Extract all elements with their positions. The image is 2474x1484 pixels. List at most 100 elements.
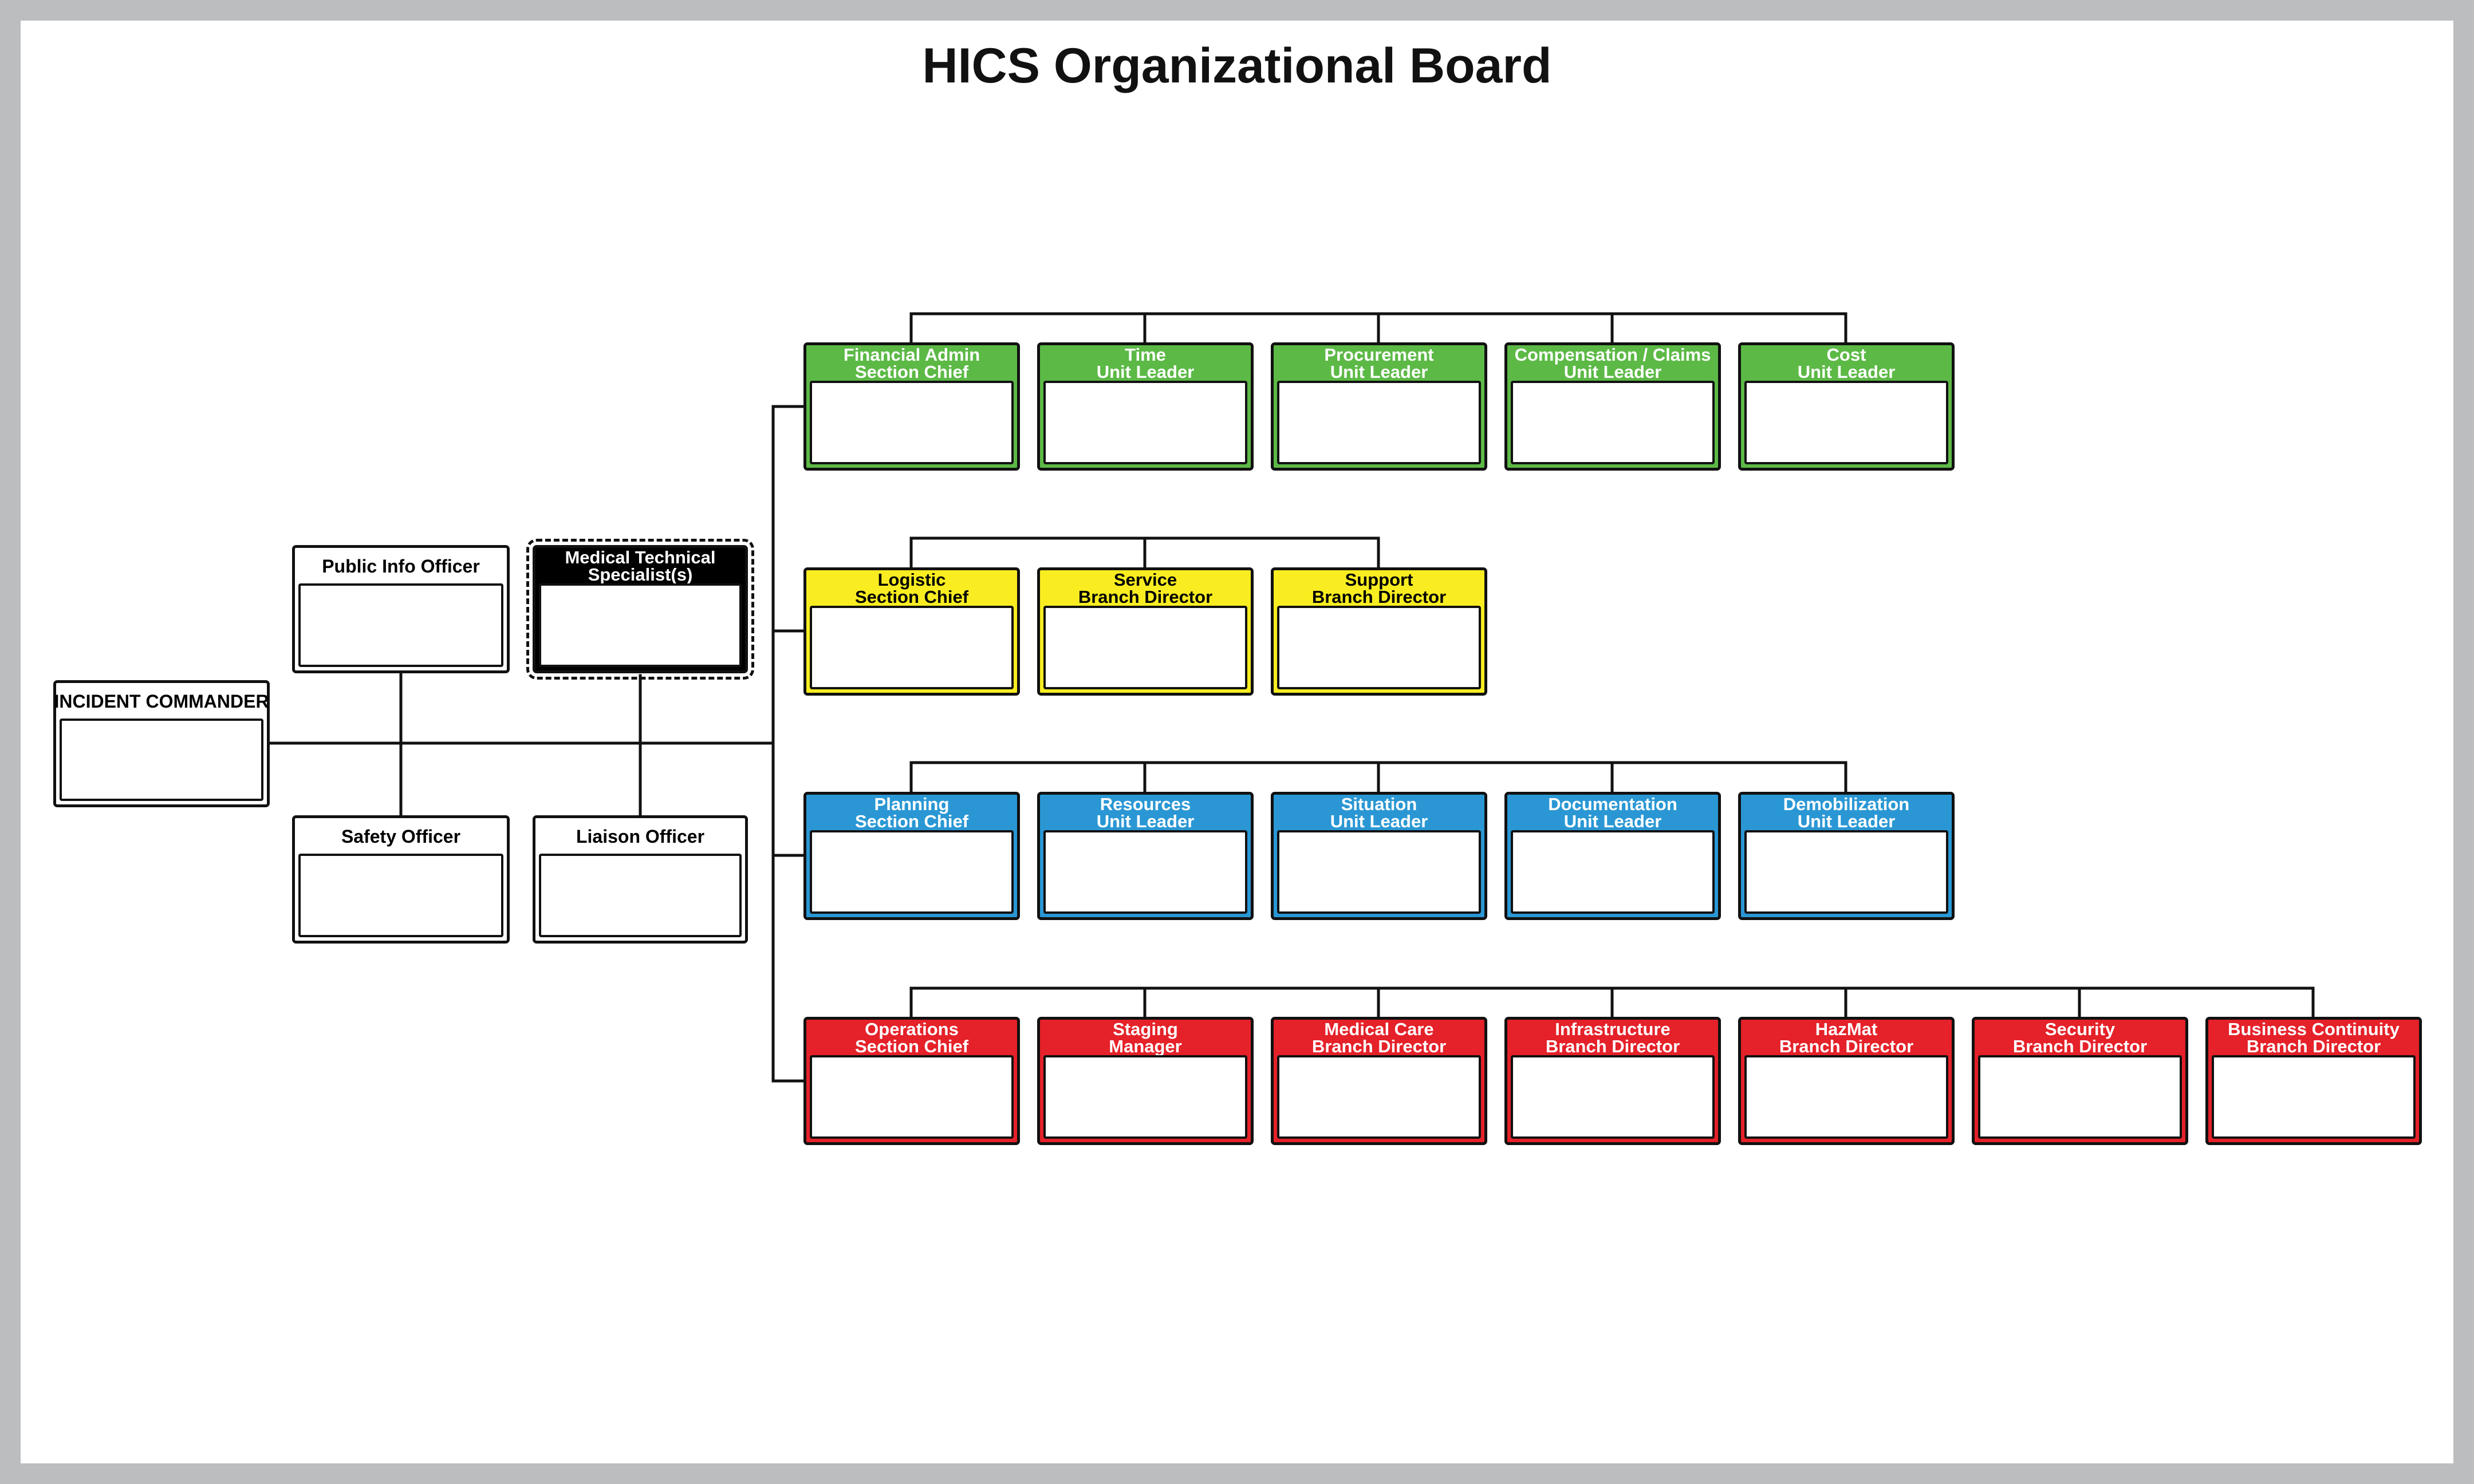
name-slot[interactable]	[1511, 1055, 1715, 1139]
card-title-line: Documentation	[1548, 794, 1677, 814]
card-title-line: Branch Director	[2246, 1036, 2381, 1056]
name-slot[interactable]	[810, 381, 1014, 464]
card-title: INCIDENT COMMANDER	[54, 684, 269, 719]
card-title-line: HazMat	[1815, 1019, 1878, 1039]
card-title-line: Compensation / Claims	[1514, 345, 1711, 365]
name-slot[interactable]	[2212, 1055, 2416, 1139]
card-title-line: Section Chief	[854, 362, 969, 382]
card-title-line: Time	[1125, 345, 1166, 365]
card-title-line: Unit Leader	[1096, 811, 1195, 831]
name-slot[interactable]	[1511, 381, 1715, 464]
name-slot[interactable]	[1744, 381, 1948, 464]
card-title-line: Financial Admin	[843, 345, 980, 365]
liaison-officer-card: Liaison Officer	[533, 815, 748, 944]
card-title-line: Resources	[1100, 794, 1191, 814]
name-slot[interactable]	[1744, 830, 1948, 914]
incident-commander-card: INCIDENT COMMANDER	[53, 680, 270, 807]
card-title-line: Unit Leader	[1797, 362, 1896, 382]
name-slot[interactable]	[1511, 830, 1715, 914]
card-title-line: Section Chief	[854, 587, 969, 607]
card-title-line: Medical Technical	[565, 547, 716, 567]
card-title-line: Branch Director	[1545, 1036, 1680, 1056]
name-slot[interactable]	[810, 1055, 1014, 1139]
card-title: Public Info Officer	[295, 549, 507, 583]
name-slot[interactable]	[1277, 381, 1481, 464]
name-slot[interactable]	[539, 854, 742, 937]
card-title: Liaison Officer	[535, 819, 745, 854]
name-slot[interactable]	[1744, 1055, 1948, 1139]
name-slot[interactable]	[298, 854, 503, 937]
card-title-line: Specialist(s)	[588, 565, 693, 585]
card-title-line: Branch Director	[1779, 1036, 1914, 1056]
card-title-line: Liaison Officer	[576, 826, 705, 847]
card-title-line: Unit Leader	[1330, 811, 1428, 831]
card-title-line: Business Continuity	[2228, 1019, 2400, 1039]
name-slot[interactable]	[539, 583, 742, 667]
connector-logistics-bus	[909, 536, 1380, 570]
card-title-line: Unit Leader	[1330, 362, 1428, 382]
medical-technical-specialist-card: Medical Technical Specialist(s)	[526, 539, 754, 680]
card-title-line: Branch Director	[2012, 1036, 2148, 1056]
card-title-line: Operations	[865, 1019, 959, 1039]
name-slot[interactable]	[1043, 381, 1247, 464]
card-title: Safety Officer	[295, 819, 507, 854]
card-title-line: Unit Leader	[1797, 811, 1896, 831]
name-slot[interactable]	[60, 719, 263, 801]
card-title: Medical Technical Specialist(s)	[535, 547, 745, 585]
card-title-line: Unit Leader	[1563, 811, 1662, 831]
card-title-line: Service	[1113, 570, 1177, 590]
card-title-line: Unit Leader	[1563, 362, 1662, 382]
name-slot[interactable]	[1043, 830, 1247, 914]
card-title-line: Section Chief	[854, 811, 969, 831]
name-slot[interactable]	[1277, 1055, 1481, 1139]
card-title-line: Logistic	[877, 570, 946, 590]
name-slot[interactable]	[810, 606, 1014, 689]
name-slot[interactable]	[1978, 1055, 2182, 1139]
card-title-line: Branch Director	[1311, 587, 1447, 607]
name-slot[interactable]	[1043, 606, 1247, 689]
name-slot[interactable]	[1043, 1055, 1247, 1139]
safety-officer-card: Safety Officer	[292, 815, 510, 944]
card-title-line: Manager	[1109, 1036, 1182, 1056]
name-slot[interactable]	[298, 583, 503, 667]
name-slot[interactable]	[1277, 830, 1481, 914]
card-title-line: Support	[1345, 570, 1413, 590]
card-title-line: Planning	[874, 794, 950, 814]
name-slot[interactable]	[810, 830, 1014, 914]
card-title-line: Staging	[1113, 1019, 1178, 1039]
card-title-line: Branch Director	[1078, 587, 1213, 607]
name-slot[interactable]	[1277, 606, 1481, 689]
